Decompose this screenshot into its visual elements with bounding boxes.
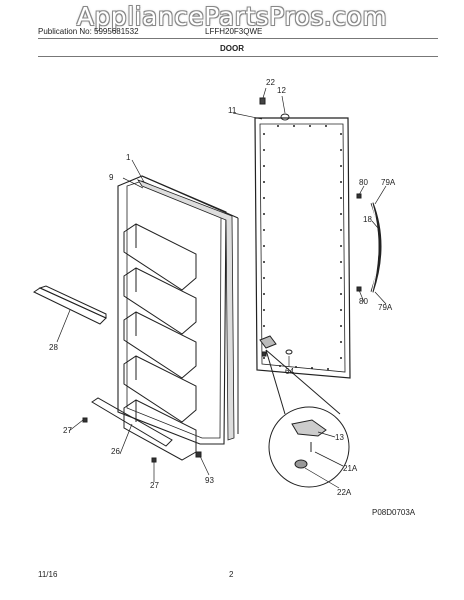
callout-1: 1	[126, 153, 131, 162]
page-number: 2	[229, 570, 234, 579]
watermark: AppliancePartsPros.com	[76, 2, 388, 31]
callout-64: 64	[285, 367, 294, 376]
callout-28: 28	[49, 343, 58, 352]
callout-11: 11	[228, 106, 237, 115]
callout-80-bottom: 80	[359, 297, 368, 306]
callout-93: 93	[205, 476, 214, 485]
callout-13: 13	[335, 433, 344, 442]
diagram-code: P08D0703A	[372, 508, 416, 517]
publication-number: Publication No: 5995681532	[38, 27, 139, 36]
callout-27-bottom: 27	[150, 481, 159, 490]
footer-date: 11/16	[38, 570, 58, 579]
plug-12	[280, 113, 290, 121]
callout-80-top: 80	[359, 178, 368, 187]
leader-lines	[56, 87, 387, 489]
model-number: LFFH20F3QWE	[205, 27, 263, 36]
hinge-detail-circle	[265, 349, 350, 488]
outer-door-panel	[254, 117, 351, 379]
callout-22: 22	[266, 78, 275, 87]
header-rule	[38, 38, 438, 39]
callout-22a: 22A	[337, 488, 352, 497]
callout-26: 26	[111, 447, 120, 456]
callout-79a-top: 79A	[381, 178, 396, 187]
callout-21a: 21A	[343, 464, 358, 473]
shelf-rail-26	[91, 397, 173, 447]
callout-79a-bottom: 79A	[378, 303, 393, 312]
callout-18: 18	[363, 215, 372, 224]
screw-22	[259, 97, 266, 105]
shelf-rail-28	[32, 285, 107, 325]
door-shelves	[123, 223, 197, 461]
page-title: DOOR	[220, 44, 244, 53]
door-liner	[117, 175, 239, 445]
callout-12: 12	[277, 86, 286, 95]
hinge-assembly	[259, 335, 293, 357]
screws	[82, 417, 202, 463]
title-rule	[38, 56, 438, 57]
callout-9: 9	[109, 173, 114, 182]
door-handle	[356, 193, 382, 293]
callout-27-top: 27	[63, 426, 72, 435]
